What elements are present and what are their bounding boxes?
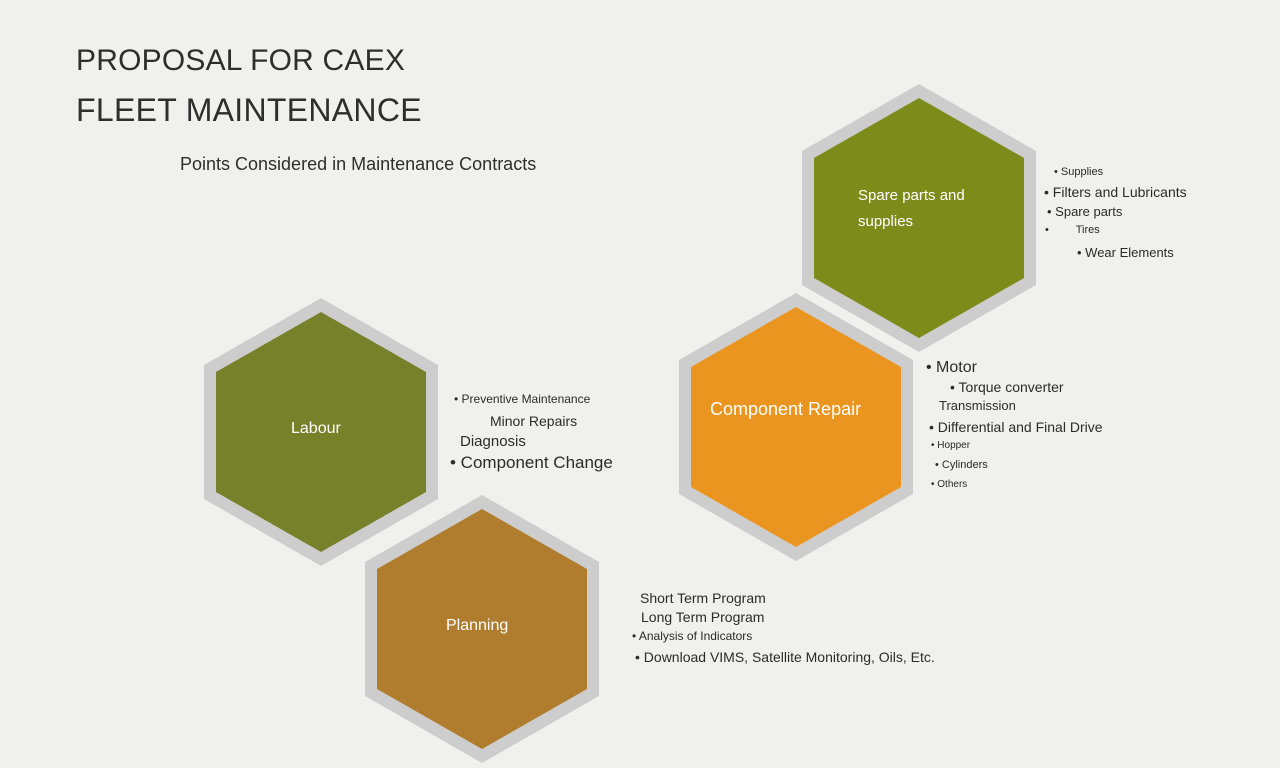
hexagon-spare-parts-shape — [802, 84, 1036, 352]
component-item-others: • Others — [931, 479, 968, 490]
component-item-motor: • Motor — [926, 359, 977, 376]
labour-item-preventive: • Preventive Maintenance — [454, 392, 591, 406]
hexagon-labour: Labour — [204, 298, 438, 566]
spare-item-supplies: • Supplies — [1054, 166, 1104, 178]
planning-item-short-term: Short Term Program — [640, 590, 766, 606]
spare-item-tires: • Tires — [1045, 224, 1100, 236]
hexagon-labour-shape — [204, 298, 438, 566]
hexagon-planning-shape — [365, 495, 599, 763]
planning-item-long-term: Long Term Program — [641, 609, 765, 625]
hexagon-spare-parts-label-line-2: supplies — [858, 213, 914, 230]
planning-item-indicators: • Analysis of Indicators — [632, 629, 753, 643]
subtitle: Points Considered in Maintenance Contrac… — [180, 154, 537, 174]
planning-item-download-vims: • Download VIMS, Satellite Monitoring, O… — [635, 649, 935, 665]
labour-item-component-change: • Component Change — [450, 453, 613, 472]
title-line-1: PROPOSAL FOR CAEX — [76, 44, 406, 77]
spare-item-filters: • Filters and Lubricants — [1044, 184, 1187, 200]
spare-item-spare-parts: • Spare parts — [1047, 204, 1123, 219]
hexagon-labour-label: Labour — [291, 420, 341, 437]
component-item-cylinders: • Cylinders — [935, 459, 988, 471]
labour-item-minor-repairs: Minor Repairs — [490, 413, 578, 429]
component-item-differential: • Differential and Final Drive — [929, 419, 1103, 435]
hexagon-planning-label: Planning — [446, 617, 509, 634]
component-item-torque: • Torque converter — [950, 379, 1064, 395]
hexagon-component-repair-shape — [679, 293, 913, 561]
labour-item-diagnosis: Diagnosis — [460, 433, 526, 450]
hexagon-spare-parts: Spare parts and supplies — [802, 84, 1036, 352]
hexagon-component-repair-label: Component Repair — [710, 399, 862, 419]
component-item-hopper: • Hopper — [931, 440, 971, 451]
spare-item-wear: • Wear Elements — [1077, 245, 1174, 260]
hexagon-component-repair: Component Repair — [679, 293, 913, 561]
hexagon-spare-parts-label-line-1: Spare parts and — [858, 187, 965, 204]
hexagon-planning: Planning — [365, 495, 599, 763]
title-line-2: FLEET MAINTENANCE — [76, 92, 422, 128]
component-item-transmission: Transmission — [939, 398, 1016, 413]
